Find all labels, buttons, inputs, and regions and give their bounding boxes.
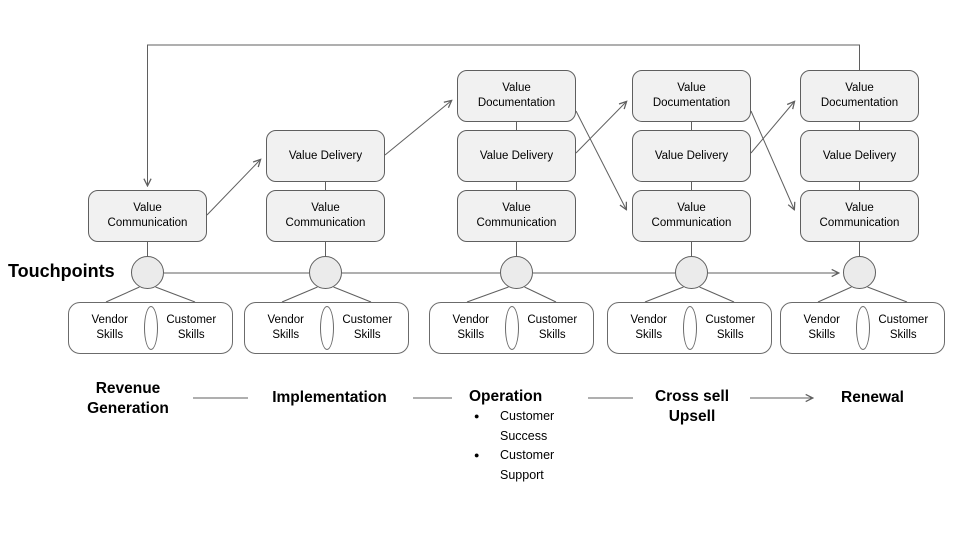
- skills-box-3: Vendor Skills Customer Skills: [429, 302, 594, 354]
- value-documentation-box-5: Value Documentation: [800, 70, 919, 122]
- skills-divider: [504, 306, 519, 350]
- touchpoints-label: Touchpoints: [8, 261, 115, 281]
- value-delivery-box-3: Value Delivery: [457, 130, 576, 182]
- stage-label-renewal: Renewal: [841, 389, 904, 406]
- operation-bullet-item: ● Customer Support: [469, 446, 587, 485]
- touchpoint-circle-1: [131, 256, 164, 289]
- skills-divider: [319, 306, 334, 350]
- touchpoint-circle-5: [843, 256, 876, 289]
- bullet-icon: ●: [474, 450, 480, 460]
- skills-box-2: Vendor Skills Customer Skills: [244, 302, 409, 354]
- customer-skills-label: Customer Skills: [705, 314, 756, 341]
- vendor-skills-label: Vendor Skills: [803, 314, 840, 341]
- operation-bullet-item: ● Customer Success: [469, 407, 587, 446]
- customer-skills-label: Customer Skills: [878, 314, 929, 341]
- vendor-skills-label: Vendor Skills: [630, 314, 667, 341]
- skills-box-5: Vendor Skills Customer Skills: [780, 302, 945, 354]
- value-communication-box-1: Value Communication: [88, 190, 207, 242]
- stage-label-cross-sell-upsell: Cross sell Upsell: [654, 388, 730, 425]
- vendor-skills-label: Vendor Skills: [452, 314, 489, 341]
- customer-skills-label: Customer Skills: [166, 314, 217, 341]
- value-delivery-box-4: Value Delivery: [632, 130, 751, 182]
- value-communication-box-3: Value Communication: [457, 190, 576, 242]
- customer-skills-label: Customer Skills: [342, 314, 393, 341]
- value-communication-box-4: Value Communication: [632, 190, 751, 242]
- value-delivery-box-2: Value Delivery: [266, 130, 385, 182]
- vendor-skills-label: Vendor Skills: [267, 314, 304, 341]
- skills-box-4: Vendor Skills Customer Skills: [607, 302, 772, 354]
- skills-divider: [682, 306, 697, 350]
- skills-box-1: Vendor Skills Customer Skills: [68, 302, 233, 354]
- bullet-text: Customer Success: [500, 409, 555, 443]
- stage-label-implementation: Implementation: [272, 389, 387, 406]
- vendor-skills-label: Vendor Skills: [91, 314, 128, 341]
- value-documentation-box-3: Value Documentation: [457, 70, 576, 122]
- skills-divider: [143, 306, 158, 350]
- touchpoint-circle-4: [675, 256, 708, 289]
- bullet-text: Customer Support: [500, 448, 555, 482]
- customer-skills-label: Customer Skills: [527, 314, 578, 341]
- touchpoint-circle-3: [500, 256, 533, 289]
- value-communication-box-5: Value Communication: [800, 190, 919, 242]
- stage-label-operation: Operation: [469, 388, 543, 405]
- touchpoint-circle-2: [309, 256, 342, 289]
- stage-label-revenue-generation: Revenue Generation: [87, 380, 169, 417]
- value-delivery-box-5: Value Delivery: [800, 130, 919, 182]
- value-documentation-box-4: Value Documentation: [632, 70, 751, 122]
- skills-divider: [855, 306, 870, 350]
- bullet-icon: ●: [474, 411, 480, 421]
- stage-block-operation: Operation ● Customer Success ● Customer …: [469, 387, 587, 485]
- value-communication-box-2: Value Communication: [266, 190, 385, 242]
